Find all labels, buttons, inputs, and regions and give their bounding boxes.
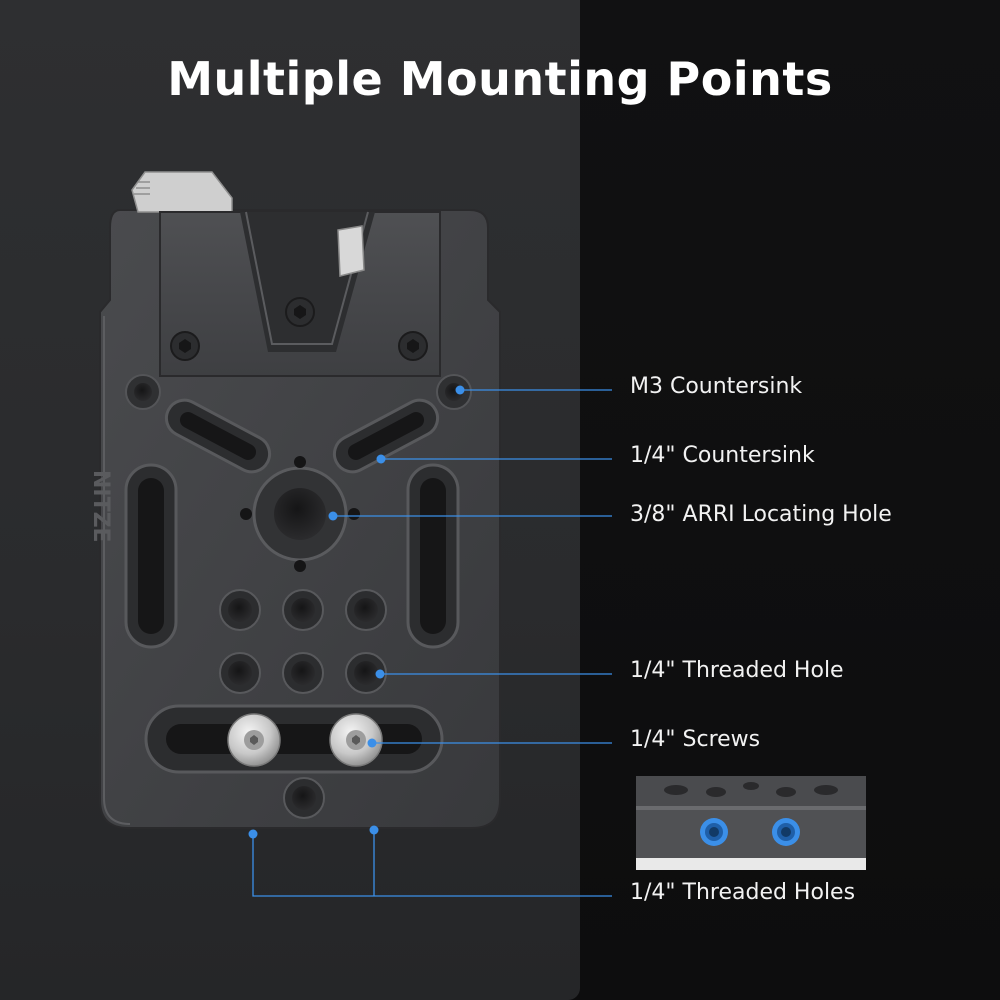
quarter-inch-screw xyxy=(329,713,383,767)
m3-countersink-hole xyxy=(436,374,472,410)
page-title: Multiple Mounting Points xyxy=(167,52,833,106)
bottom-threaded-hole xyxy=(283,777,325,819)
callout-label-threaded-holes: 1/4" Threaded Holes xyxy=(630,880,856,905)
callout-label-threaded-hole: 1/4" Threaded Hole xyxy=(630,658,844,683)
clamp-hex-screw xyxy=(285,297,315,327)
release-lever xyxy=(131,171,233,213)
arri-locating-hole xyxy=(240,456,360,572)
clamp-hex-screw xyxy=(170,331,200,361)
angled-slot-right xyxy=(332,398,440,474)
brand-engraving: NITZE xyxy=(88,470,113,543)
callout-label-quarter-countersink: 1/4" Countersink xyxy=(630,443,815,468)
angled-slot-left xyxy=(164,398,272,474)
side-view-inset xyxy=(636,776,866,870)
vertical-slot-right xyxy=(406,463,460,649)
callout-dots xyxy=(248,385,465,839)
v-lock-clamp xyxy=(159,211,441,377)
callout-label-m3-countersink: M3 Countersink xyxy=(630,374,803,399)
threaded-hole-grid xyxy=(219,589,387,694)
callout-label-arri-locating-hole: 3/8" ARRI Locating Hole xyxy=(630,502,892,527)
side-threaded-hole xyxy=(772,818,800,846)
callout-leaders xyxy=(252,389,612,897)
side-threaded-hole xyxy=(700,818,728,846)
m3-countersink-hole xyxy=(125,374,161,410)
clamp-hex-screw xyxy=(398,331,428,361)
vertical-slot-left xyxy=(124,463,178,649)
horizontal-screw-slot xyxy=(144,704,444,774)
callout-label-screws: 1/4" Screws xyxy=(630,727,761,752)
quarter-inch-screw xyxy=(227,713,281,767)
side-view-illustration xyxy=(636,776,866,870)
